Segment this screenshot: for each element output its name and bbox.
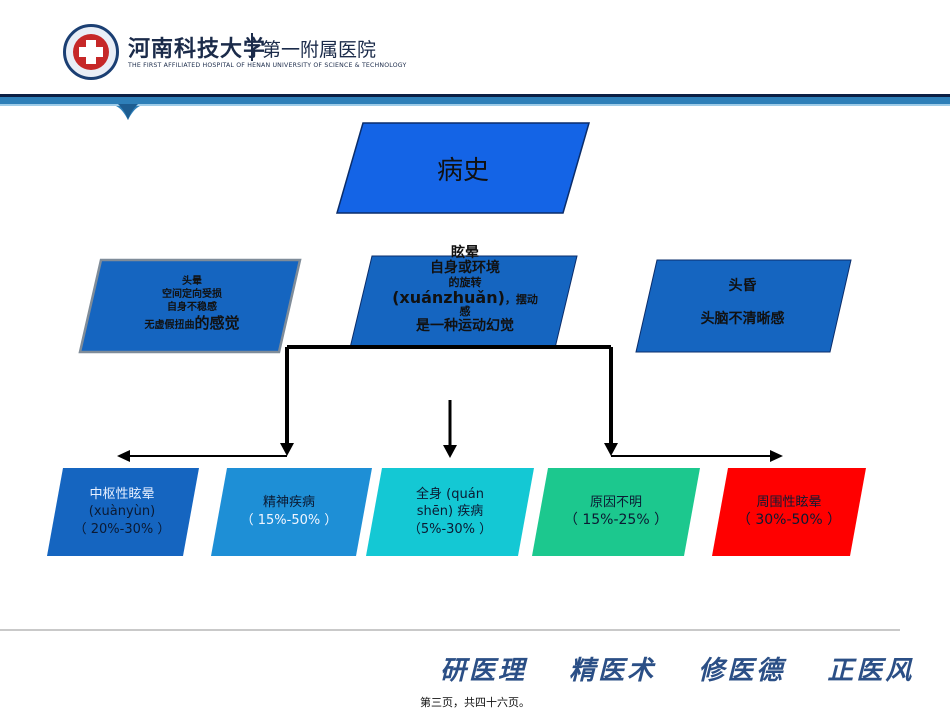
logo-cross-bar xyxy=(79,47,103,57)
university-name: 河南科技大学 xyxy=(128,36,267,62)
category-shape-4 xyxy=(532,468,700,556)
category-shape-2 xyxy=(211,468,372,556)
motto-4: 正医风 xyxy=(827,656,915,686)
arrow-down-right xyxy=(604,443,618,456)
motto-1: 研医理 xyxy=(440,656,528,686)
category-4-line1: 原因不明 xyxy=(589,494,642,510)
category-4-line2: （ 15%-25% ） xyxy=(563,512,669,529)
motto-3: 修医德 xyxy=(698,656,786,686)
right-node-parallelogram xyxy=(635,259,852,353)
center-node-pinyin: (xuánzhuǎn) xyxy=(392,287,505,307)
category-shape-1 xyxy=(47,468,199,556)
arrowheads xyxy=(117,443,783,462)
category-1-line1: 中枢性眩晕 xyxy=(89,486,155,502)
arrow-down-center xyxy=(443,445,457,458)
center-node-line4b: ，摆动 xyxy=(504,292,538,306)
category-peripheral: 周围性眩晕 （ 30%-50% ） xyxy=(718,472,860,552)
footer-divider xyxy=(0,629,900,631)
category-3-line2: shēn) 疾病 xyxy=(416,504,484,520)
left-node-line1: 头晕 xyxy=(182,276,202,287)
center-node-line2: 自身或环境 xyxy=(430,260,500,277)
category-psychiatric: 精神疾病 （ 15%-50% ） xyxy=(216,472,362,552)
category-5-line2: （ 30%-50% ） xyxy=(736,512,842,529)
category-1-line3: （ 20%-30% ） xyxy=(73,521,171,537)
category-3-line1: 全身 (quán xyxy=(416,486,484,502)
category-central-vertigo: 中枢性眩晕 (xuànyùn) （ 20%-30% ） xyxy=(52,472,192,552)
left-node-line4b: 的感觉 xyxy=(194,314,240,332)
left-node-line4: 无虚假扭曲的感觉 xyxy=(112,314,272,334)
left-node-parallelogram xyxy=(78,258,302,354)
hospital-motto: 研医理 精医术 修医德 正医风 xyxy=(440,650,914,687)
category-shape-3 xyxy=(366,468,534,556)
category-2-line2: （ 15%-50% ） xyxy=(240,513,338,528)
center-node-line3: 的旋转 xyxy=(448,275,482,289)
category-unknown: 原因不明 （ 15%-25% ） xyxy=(538,472,694,552)
left-node-text: 头晕 空间定向受损 自身不稳感 无虚假扭曲的感觉 xyxy=(112,275,272,334)
left-node-line3: 自身不稳感 xyxy=(167,302,217,313)
diagram-title-box: 病史 xyxy=(337,123,589,213)
right-node-text: 头昏 头脑不清晰感 xyxy=(660,278,825,328)
category-1-line2: (xuànyùn) xyxy=(88,504,156,520)
title-parallelogram xyxy=(336,122,590,214)
arrow-right xyxy=(770,450,783,462)
category-2-line1: 精神疾病 xyxy=(262,495,315,511)
arrow-down-left xyxy=(280,443,294,456)
left-node-line4a: 无虚假扭曲 xyxy=(144,320,195,331)
arrow-left xyxy=(117,450,130,462)
category-3-line3: （5%-30% ） xyxy=(407,521,493,537)
hospital-logo xyxy=(63,24,119,80)
center-node-line6: 是一种运动幻觉 xyxy=(416,317,514,334)
category-5-line1: 周围性眩晕 xyxy=(756,494,822,510)
header: 河南科技大学 第一附属医院 THE FIRST AFFILIATED HOSPI… xyxy=(0,0,950,120)
category-shape-5 xyxy=(712,468,866,556)
header-divider xyxy=(251,33,253,61)
center-node-line5: 感 xyxy=(459,305,471,319)
page-number: 第三页，共四十六页。 xyxy=(420,696,530,709)
category-systemic: 全身 (quán shēn) 疾病 （5%-30% ） xyxy=(372,472,528,552)
hospital-english-name: THE FIRST AFFILIATED HOSPITAL OF HENAN U… xyxy=(128,62,407,69)
motto-2: 精医术 xyxy=(569,656,657,686)
connector-lines xyxy=(130,345,770,457)
center-node-text: 眩晕 自身或环境 的旋转 (xuánzhuǎn)，摆动 感 是一种运动幻觉 xyxy=(365,245,565,334)
header-band xyxy=(0,94,950,120)
center-node-line4: (xuánzhuǎn)，摆动 xyxy=(365,289,565,307)
center-node-line1: 眩晕 xyxy=(451,245,479,261)
left-node-line2: 空间定向受损 xyxy=(162,289,222,300)
right-node-line1: 头昏 xyxy=(728,278,757,294)
hospital-name: 第一附属医院 xyxy=(262,39,377,61)
right-node-line2: 头脑不清晰感 xyxy=(700,310,785,327)
diagram-title: 病史 xyxy=(436,155,489,186)
